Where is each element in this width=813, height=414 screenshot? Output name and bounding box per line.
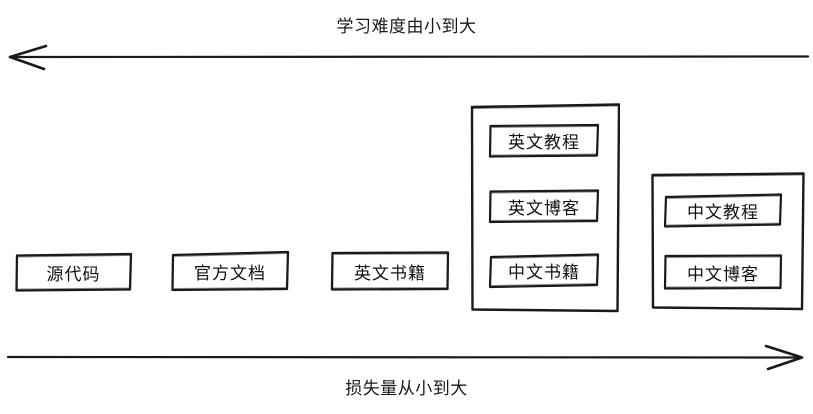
node-label: 英文书籍	[354, 263, 426, 284]
node-outline	[663, 254, 783, 290]
node-chinese-blogs[interactable]: 中文博客	[663, 253, 783, 291]
node-english-tutorials[interactable]: 英文教程	[488, 123, 600, 158]
node-label: 英文博客	[508, 198, 580, 219]
bottom-axis-label: 损失量从小到大	[345, 379, 468, 399]
node-outline	[330, 251, 450, 291]
node-label: 源代码	[46, 264, 101, 285]
loss-axis-arrow	[6, 344, 804, 371]
node-label: 中文教程	[687, 202, 759, 223]
node-outline	[15, 252, 133, 292]
top-axis-label: 学习难度由小到大	[336, 17, 477, 37]
node-chinese-books[interactable]: 中文书籍	[488, 252, 600, 289]
node-outline	[488, 189, 600, 224]
node-chinese-tutorials[interactable]: 中文教程	[663, 192, 783, 228]
node-outline	[171, 250, 290, 292]
node-outline	[663, 193, 783, 228]
node-label: 中文博客	[687, 264, 759, 285]
node-english-blogs[interactable]: 英文博客	[488, 188, 600, 224]
node-outline	[488, 123, 600, 158]
node-source-code[interactable]: 源代码	[14, 252, 133, 292]
node-outline	[488, 253, 600, 289]
node-english-books[interactable]: 英文书籍	[330, 250, 450, 292]
node-label: 官方文档	[194, 263, 266, 284]
node-official-docs[interactable]: 官方文档	[170, 250, 290, 292]
difficulty-axis-arrow	[8, 44, 810, 71]
node-label: 中文书籍	[508, 263, 580, 283]
node-label: 英文教程	[508, 133, 580, 153]
